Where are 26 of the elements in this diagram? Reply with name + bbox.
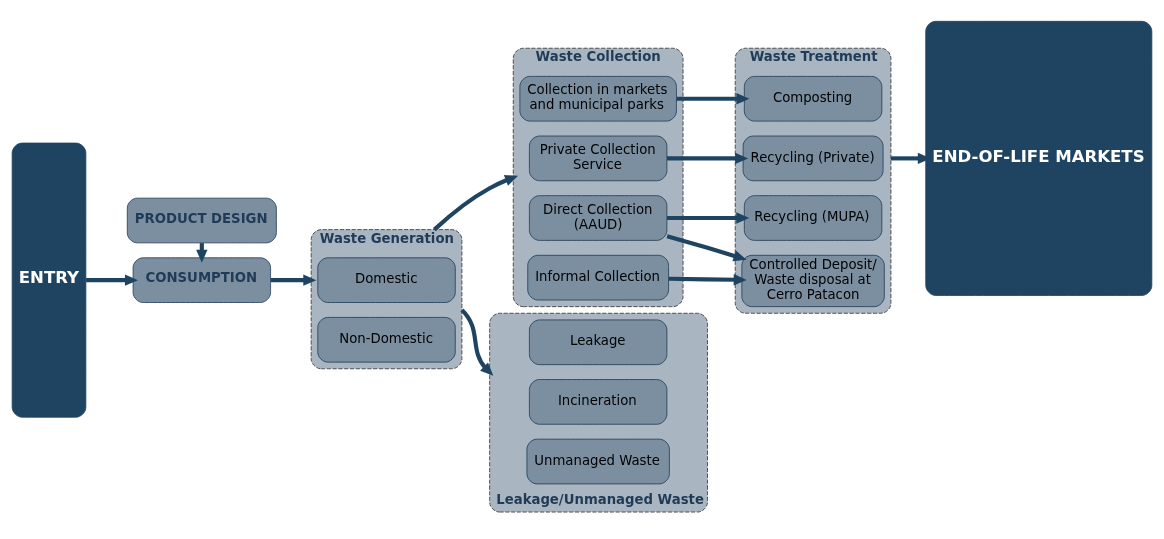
node-box: END-OF-LIFE MARKETS (925, 20, 1153, 296)
arrow (270, 273, 317, 286)
arrow (666, 233, 747, 261)
arrow (460, 308, 494, 376)
node-box: CONSUMPTION (132, 256, 271, 303)
node-box: Composting (743, 75, 883, 122)
node-box: Direct Collection (AAUD) (529, 194, 668, 241)
node-box: PRODUCT DESIGN (126, 197, 277, 243)
node-box: Controlled Deposit/ Waste disposal at Cerro Patacon (741, 254, 885, 307)
arrow (668, 273, 747, 285)
node-box: ENTRY (11, 142, 87, 418)
node-box: Incineration (529, 378, 668, 425)
node-box: Collection in markets and municipal parks (519, 75, 677, 122)
arrow (86, 273, 138, 286)
node-box: Recycling (MUPA) (743, 194, 883, 241)
node-box: Unmanaged Waste (526, 438, 670, 484)
node-box: Informal Collection (527, 254, 669, 300)
node-box: Private Collection Service (529, 135, 668, 181)
arrow (667, 152, 749, 164)
node-box: Non-Domestic (317, 316, 456, 363)
node-box: Leakage (529, 319, 668, 365)
arrow (676, 92, 750, 104)
node-box: Recycling (Private) (742, 135, 884, 181)
node-box: Domestic (317, 256, 456, 303)
arrow (667, 211, 750, 224)
arrow (432, 174, 519, 231)
